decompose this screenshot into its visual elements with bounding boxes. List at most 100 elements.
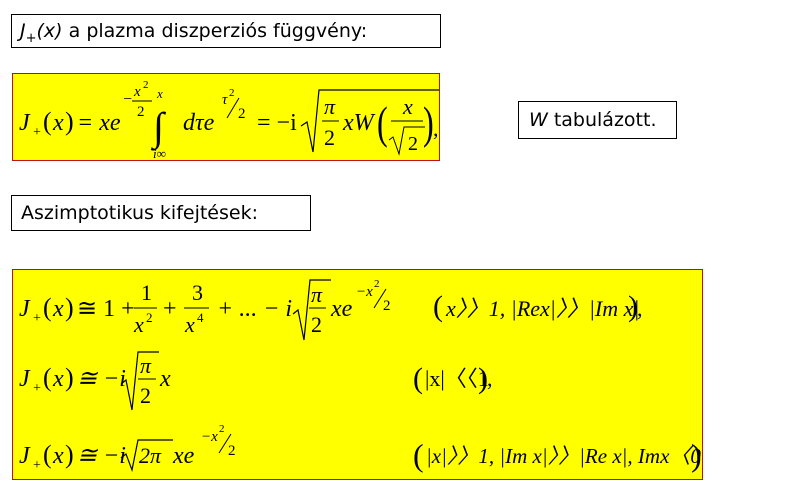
tau-slash xyxy=(226,97,240,119)
l2-x: x xyxy=(52,366,64,392)
lhs-sub: + xyxy=(33,125,41,140)
asymptotic-formulas: J + ( x ) ≅ 1 + 1 x 2 + 3 x 4 + ... − i … xyxy=(19,278,702,473)
l1-approx: ≅ 1 + xyxy=(77,296,135,322)
asymptotic-heading-box: Aszimptotikus kifejtések: xyxy=(11,195,311,231)
l2-cond-paren-close: ) xyxy=(478,362,488,395)
l2-sqrt xyxy=(120,351,159,411)
l2-cond: |x|〈〈1 xyxy=(425,366,489,391)
asym-line-2: J + ( x ) ≅ −i π 2 x ( |x|〈〈1 ) , xyxy=(19,351,493,411)
l1-exp-den: 2 xyxy=(383,298,391,314)
integral-sign: ∫ xyxy=(150,104,167,151)
l1-cond-end: , xyxy=(637,296,643,321)
l3-pc: ) xyxy=(65,440,74,469)
l3-cond-paren-open: ( xyxy=(413,437,424,473)
tau-exp: τ xyxy=(222,92,228,108)
l1-j: J xyxy=(19,296,31,322)
l1-f2-den-sup: 4 xyxy=(197,310,204,325)
l1-sub: + xyxy=(33,311,41,326)
l1-f1-num: 1 xyxy=(141,280,152,305)
exp-sup: 2 xyxy=(143,79,149,91)
l3-sqrt xyxy=(120,439,173,473)
l2-j: J xyxy=(19,366,31,392)
l1-two: 2 xyxy=(311,312,322,337)
l2-approx: ≅ −i xyxy=(77,366,126,392)
l2-sub: + xyxy=(33,381,41,396)
inner-sqrt xyxy=(388,126,425,156)
l3-root: 2π xyxy=(139,443,162,468)
tabulated-text: tabulázott. xyxy=(547,109,657,131)
l3-sub: + xyxy=(33,458,41,473)
l1-plus: + xyxy=(163,296,177,322)
w-paren-open: ( xyxy=(377,97,388,148)
l3-exp-sup: 2 xyxy=(219,423,225,435)
l3-x: x xyxy=(52,443,64,469)
l2-pi: π xyxy=(140,353,152,378)
l1-exp: −x xyxy=(356,284,373,300)
l1-f1-den: x xyxy=(133,312,144,337)
w-symbol: W xyxy=(529,109,548,131)
l3-j: J xyxy=(19,443,31,469)
l3-cond-paren-close: ) xyxy=(691,437,702,473)
l1-po: ( xyxy=(43,293,52,322)
tabulated-box: W tabulázott. xyxy=(518,101,677,139)
asymptotic-formulas-box: J + ( x ) ≅ 1 + 1 x 2 + 3 x 4 + ... − i … xyxy=(12,269,703,480)
xW: xW xyxy=(342,110,376,136)
lhs-j: J xyxy=(19,110,31,136)
l2-cond-end: , xyxy=(487,366,493,391)
title-box: J+(x) a plazma diszperziós függvény: xyxy=(11,14,441,48)
formula-definition-box: J + ( x ) = xe − x 2 2 x ∫ i∞ dτe τ 2 2 … xyxy=(12,73,440,161)
l3-po: ( xyxy=(43,440,52,469)
l1-f1-den-sup: 2 xyxy=(146,310,153,325)
lhs-arg: x xyxy=(52,110,64,136)
j-arg: (x) xyxy=(36,20,63,42)
l3-exp-den: 2 xyxy=(228,443,236,459)
l3-tail: xe xyxy=(172,443,195,469)
l2-cond-paren-open: ( xyxy=(413,362,423,395)
j-subscript: + xyxy=(25,30,37,46)
l1-f2-num: 3 xyxy=(192,280,203,305)
asym-line-3: J + ( x ) ≅ −i 2π xe −x 2 2 ( |x|〉〉1, |I… xyxy=(19,423,702,473)
l1-exp-sup: 2 xyxy=(374,278,380,290)
dtau: dτe xyxy=(183,110,215,136)
l2-tail: x xyxy=(159,366,171,392)
definition-formula: J + ( x ) = xe − x 2 2 x ∫ i∞ dτe τ 2 2 … xyxy=(19,79,439,161)
l1-exp-slash xyxy=(373,288,387,309)
l2-po: ( xyxy=(43,363,52,392)
w-paren-close: ) xyxy=(423,97,434,148)
comma: , xyxy=(433,116,439,141)
l2-two: 2 xyxy=(140,383,151,408)
asym-line-1: J + ( x ) ≅ 1 + 1 x 2 + 3 x 4 + ... − i … xyxy=(19,278,643,341)
asymptotic-heading: Aszimptotikus kifejtések: xyxy=(21,202,258,224)
exp-num: x xyxy=(133,84,141,100)
l1-pi: π xyxy=(311,282,323,307)
pi-den: 2 xyxy=(324,125,335,150)
l1-cond-paren-close: ) xyxy=(628,290,638,323)
tau-exp-den: 2 xyxy=(238,106,246,122)
l1-f2-den: x xyxy=(184,312,195,337)
l1-cond-paren-open: ( xyxy=(433,290,443,323)
lhs-paren-close: ) xyxy=(65,107,74,136)
l1-cond: x〉〉1, |Rex|〉〉|Im x| xyxy=(445,296,639,321)
pi: π xyxy=(324,94,336,119)
sqrt2: 2 xyxy=(408,133,418,155)
l1-tail: xe xyxy=(330,296,353,322)
rhs-eq: = −i xyxy=(257,110,297,136)
l3-exp: −x xyxy=(201,429,218,445)
l3-cond: |x|〉〉1, |Im x|〉〉|Re x|, Imx〈0 xyxy=(426,444,701,468)
lhs-paren-open: ( xyxy=(43,107,52,136)
l2-pc: ) xyxy=(65,363,74,392)
title-text: a plazma diszperziós függvény: xyxy=(62,20,368,42)
exp-den: 2 xyxy=(137,104,145,120)
l3-approx: ≅ −i xyxy=(77,443,126,469)
l3-exp-slash xyxy=(218,433,232,454)
exp-minus: − xyxy=(123,91,132,108)
j-symbol: J xyxy=(20,20,26,42)
w-frac-num: x xyxy=(402,94,413,119)
int-lower: i∞ xyxy=(153,146,166,161)
tau-exp-sup: 2 xyxy=(229,87,235,99)
l1-x: x xyxy=(52,296,64,322)
eq-xe: = xe xyxy=(77,110,121,136)
l1-pc: ) xyxy=(65,293,74,322)
outer-sqrt xyxy=(300,89,439,153)
l1-sqrt xyxy=(292,279,331,341)
